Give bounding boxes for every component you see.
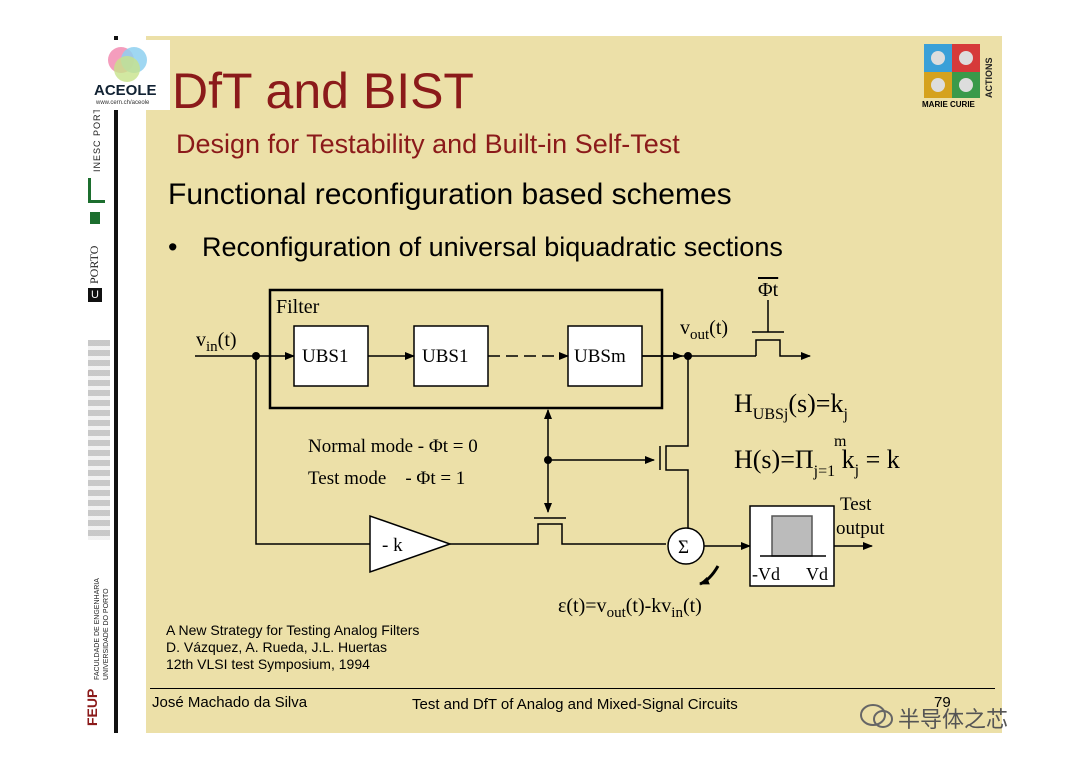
section-heading: Functional reconfiguration based schemes: [168, 178, 732, 211]
inesc-icon: [88, 178, 105, 203]
marie-curie-label: MARIE CURIE: [922, 100, 975, 109]
mode-node-dot: [544, 456, 552, 464]
window-neg-label: -Vd: [752, 564, 780, 584]
reference-venue: 12th VLSI test Symposium, 1994: [166, 656, 370, 672]
window-comparator-fill: [771, 515, 813, 557]
gain-label: - k: [382, 535, 403, 556]
wechat-icon: [860, 704, 893, 728]
error-equation: ε(t)=vout(t)-kvin(t): [558, 595, 702, 621]
reference-title: A New Strategy for Testing Analog Filter…: [166, 622, 420, 638]
reference-authors: D. Vázquez, A. Rueda, J.L. Huertas: [166, 639, 388, 655]
ubs1-label: UBS1: [302, 346, 348, 367]
aceole-circles-icon: [108, 47, 147, 82]
bullet-text: Reconfiguration of universal biquadratic…: [202, 232, 783, 262]
sum-label: Σ: [678, 537, 689, 558]
bullet-symbol: •: [168, 232, 178, 262]
vout-tap-wire: [665, 356, 689, 530]
sidebar-strip: [114, 36, 118, 733]
h-total-equation: H(s)=Πj=1 kj = k: [734, 445, 900, 480]
footer-author: José Machado da Silva: [152, 694, 308, 711]
inesc-bar-icon: [90, 212, 100, 224]
page-subtitle: Design for Testability and Built-in Self…: [176, 129, 680, 159]
footer-page-number: 79: [934, 694, 951, 711]
error-indicator-arrow: [699, 565, 720, 586]
h-ubs-equation: HUBSj(s)=kj: [734, 389, 848, 423]
test-mode-label: Test mode - Φt = 1: [308, 468, 465, 489]
phi-bar-label: Φt: [758, 279, 779, 301]
watermark-text: 半导体之芯: [898, 707, 1009, 732]
slide-background: [80, 36, 1002, 733]
input-node-dot: [252, 352, 260, 360]
test-output-label-2: output: [836, 518, 885, 539]
building-image-icon: [88, 340, 110, 540]
output-switch: [755, 339, 811, 360]
bullet-item: • Reconfiguration of universal biquadrati…: [168, 232, 783, 263]
normal-mode-label: Normal mode - Φt = 0: [308, 436, 478, 457]
output-node-dot: [684, 352, 692, 360]
page-title: DfT and BIST: [172, 63, 474, 119]
filter-box: [268, 288, 664, 410]
marie-curie-logo: MARIE CURIE ACTIONS: [920, 40, 998, 110]
vout-label: vout(t): [680, 317, 728, 343]
footer-divider: [150, 688, 995, 689]
test-output-label-1: Test: [840, 494, 872, 515]
aceole-url: www.cern.ch/aceole: [96, 100, 150, 106]
uporto-mark: U: [88, 288, 102, 302]
h-total-sup: m: [834, 433, 847, 450]
vin-label: vin(t): [196, 329, 237, 355]
reference-block: A New Strategy for Testing Analog Filter…: [166, 622, 419, 673]
aceole-logo: ACEOLE www.cern.ch/aceole: [86, 40, 170, 110]
gain-amplifier: [369, 514, 453, 574]
marie-curie-tiles-icon: [924, 44, 980, 98]
window-pos-label: Vd: [806, 564, 828, 584]
error-path-switch: [450, 523, 666, 545]
ubsm-block: [567, 325, 643, 387]
bypass-wire: [255, 356, 370, 545]
aceole-label: ACEOLE: [94, 82, 157, 99]
filter-label: Filter: [276, 296, 320, 318]
ubs2-block: [413, 325, 489, 387]
ubs2-label: UBS1: [422, 346, 468, 367]
footer-course: Test and DfT of Analog and Mixed-Signal …: [412, 696, 738, 713]
ubsm-label: UBSm: [574, 346, 626, 367]
